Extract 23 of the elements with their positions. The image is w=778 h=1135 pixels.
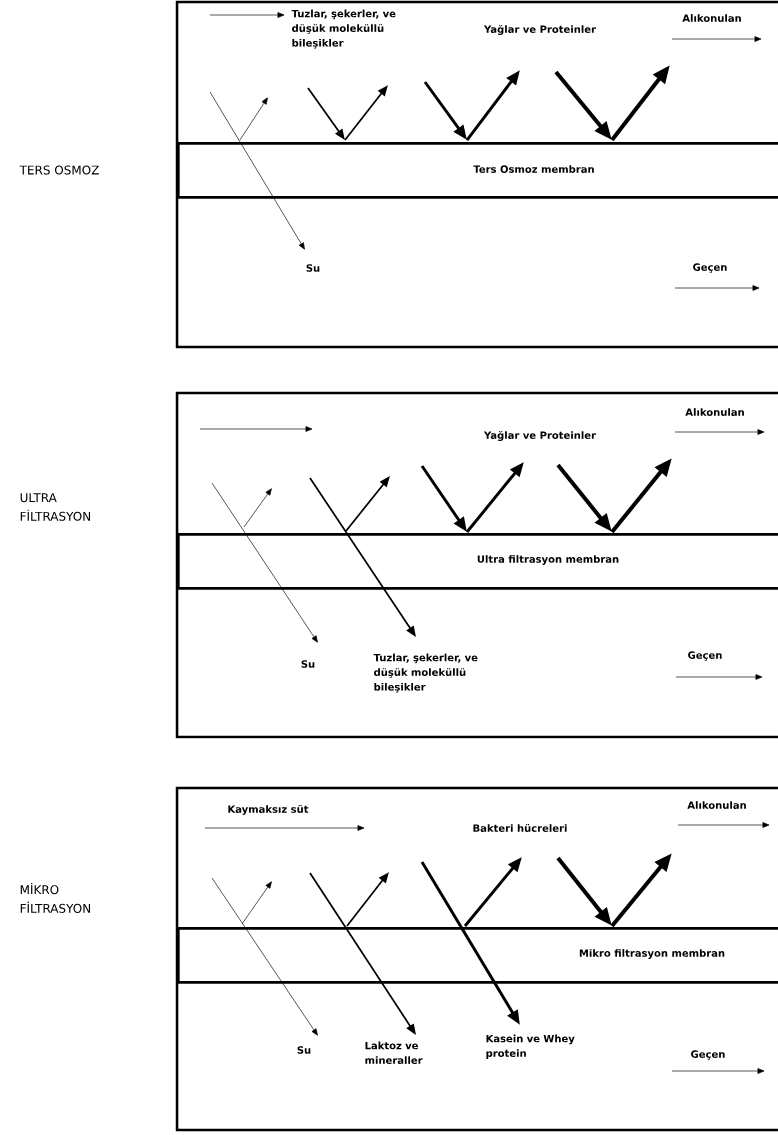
membrane-band: Mikro filtrasyon membran	[177, 927, 778, 984]
text-label: Su	[297, 1046, 311, 1054]
text-label: Bakteri hücreleri	[473, 824, 567, 832]
text-label: Su	[306, 264, 320, 272]
text-label: Alıkonulan	[682, 14, 741, 22]
membrane-band: Ultra filtrasyon membran	[177, 533, 778, 590]
text-label: ULTRA FİLTRASYON	[20, 493, 90, 521]
text-label: TERS OSMOZ	[19, 165, 99, 175]
membrane-band: Ters Osmoz membran	[177, 142, 778, 199]
text-label: Geçen	[691, 1050, 725, 1060]
text-label: Tuzlar, şekerler, ve düşük moleküllü bileşikler	[373, 653, 478, 693]
text-label: Alıkonulan	[685, 408, 744, 416]
text-label: Laktoz ve mineraller	[365, 1041, 423, 1064]
text-label: Alıkonulan	[687, 801, 746, 809]
text-label: Yağlar ve Proteinler	[483, 25, 596, 35]
text-label: Su	[301, 660, 315, 668]
text-label: Geçen	[688, 651, 722, 661]
text-label: MİKRO FİLTRASYON	[20, 883, 90, 913]
text-label: Kasein ve Whey protein	[486, 1034, 575, 1059]
text-label: Kaymaksız süt	[228, 805, 309, 815]
text-label: Geçen	[693, 263, 727, 273]
text-label: Tuzlar, şekerler, ve düşük moleküllü bileşikler	[291, 9, 396, 49]
text-label: Yağlar ve Proteinler	[483, 431, 596, 441]
